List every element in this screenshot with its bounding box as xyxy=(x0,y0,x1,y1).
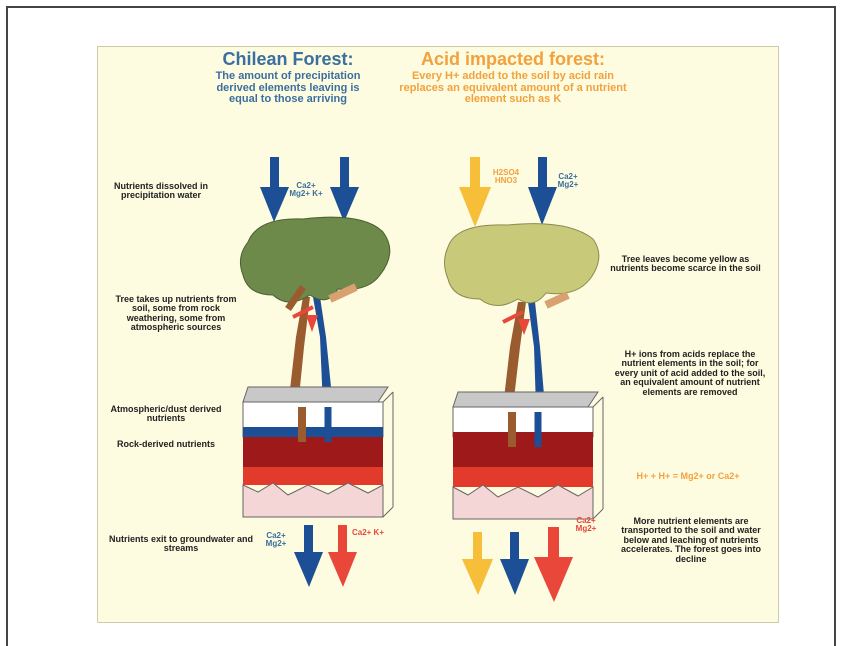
left-exit-arrows xyxy=(294,525,357,587)
left-title: Chilean Forest: xyxy=(203,50,373,69)
left-soil-box xyxy=(243,387,393,517)
left-ion-out-right: Ca2+ K+ xyxy=(350,529,386,537)
left-exit-label: Nutrients exit to groundwater and stream… xyxy=(106,535,256,554)
right-subtitle: Every H+ added to the soil by acid rain … xyxy=(398,71,628,106)
left-ion-out-left: Ca2+ Mg2+ xyxy=(258,532,294,549)
right-equation: H+ + H+ = Mg2+ or Ca2+ xyxy=(608,472,768,481)
right-h-label: H+ ions from acids replace the nutrient … xyxy=(610,350,770,397)
left-precip-label: Nutrients dissolved in precipitation wat… xyxy=(106,182,216,201)
right-title: Acid impacted forest: xyxy=(398,50,628,69)
left-ion-in: Ca2+ Mg2+ K+ xyxy=(286,182,326,199)
diagram-panel: Chilean Forest: The amount of precipitat… xyxy=(97,46,779,623)
left-rock-label: Rock-derived nutrients xyxy=(106,440,226,449)
right-tree xyxy=(445,224,599,407)
right-tree-label: Tree leaves become yellow as nutrients b… xyxy=(603,255,768,274)
right-exit-label: More nutrient elements are transported t… xyxy=(610,517,772,564)
right-exit-arrows xyxy=(462,527,573,602)
left-tree-label: Tree takes up nutrients from soil, some … xyxy=(106,295,246,333)
right-soil-box xyxy=(453,392,603,519)
left-tree xyxy=(240,217,389,407)
left-atmo-label: Atmospheric/dust derived nutrients xyxy=(106,405,226,424)
left-subtitle: The amount of precipitation derived elem… xyxy=(203,71,373,106)
right-ion-acid: H2SO4 HNO3 xyxy=(486,169,526,186)
right-ion-out: Ca2+ Mg2+ xyxy=(568,517,604,534)
right-ion-in: Ca2+ Mg2+ xyxy=(550,173,586,190)
